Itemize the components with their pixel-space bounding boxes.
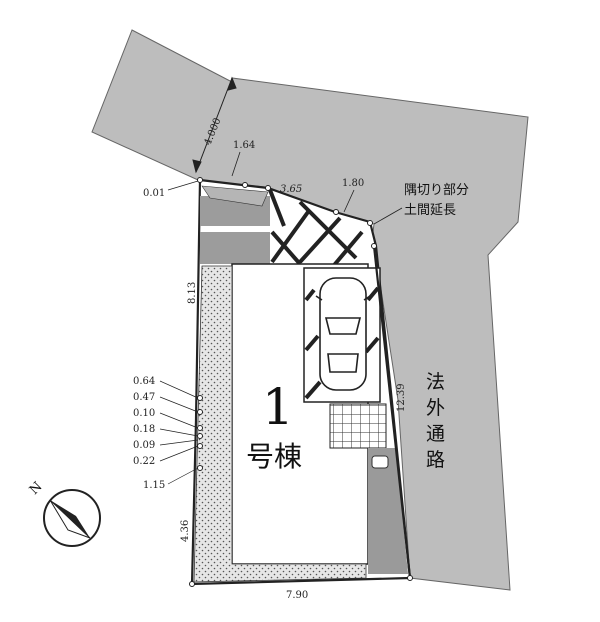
road-name-char: 路 bbox=[426, 449, 445, 471]
meter-box bbox=[371, 455, 389, 469]
upper-hatch-triangle bbox=[201, 185, 269, 207]
top-segment-c-label: 1.80 bbox=[342, 178, 364, 189]
left-corner-label: 0.01 bbox=[143, 188, 165, 199]
road-name-char: 外 bbox=[426, 397, 445, 419]
house-number: 1 bbox=[262, 378, 294, 436]
top-segment-c-leader bbox=[343, 189, 355, 213]
corner-note-line2: 土間延長 bbox=[404, 203, 456, 218]
right-side-label: 12.39 bbox=[396, 383, 407, 412]
bottom-label: 7.90 bbox=[286, 590, 308, 601]
left-offset-4: 0.09 bbox=[133, 440, 155, 451]
top-segment-a-label: 1.64 bbox=[233, 140, 255, 151]
right-gray-strip bbox=[368, 448, 408, 574]
upper-gray-band-2 bbox=[200, 232, 270, 264]
road-name: 法 外 通 路 bbox=[426, 371, 445, 471]
left-offset-6: 1.15 bbox=[143, 480, 165, 491]
left-corner-leader bbox=[167, 180, 199, 191]
entrance-tiles bbox=[329, 403, 387, 449]
top-segment-b-label: 3.65 bbox=[280, 184, 302, 195]
left-offset-5: 0.22 bbox=[133, 456, 155, 467]
road-name-char: 通 bbox=[426, 423, 445, 445]
road-name-char: 法 bbox=[426, 371, 445, 393]
parking-hatch bbox=[304, 286, 380, 400]
corner-note-leader bbox=[373, 207, 403, 225]
north-arrow-icon: N bbox=[27, 479, 101, 547]
house-name: 号棟 bbox=[246, 440, 302, 473]
right-boundary bbox=[372, 245, 412, 579]
left-upper-label: 8.13 bbox=[187, 282, 198, 304]
left-offset-2: 0.10 bbox=[133, 408, 155, 419]
boundary-markers bbox=[189, 177, 413, 587]
setback-dimension bbox=[192, 76, 237, 174]
left-offsets: 0.64 0.47 0.10 0.18 0.09 0.22 1.15 bbox=[133, 376, 199, 491]
left-offset-1: 0.47 bbox=[133, 392, 155, 403]
top-segment-a-leader bbox=[231, 151, 241, 177]
corner-note-line1: 隅切り部分 bbox=[404, 183, 469, 198]
left-offset-3: 0.18 bbox=[133, 424, 155, 435]
left-offset-0: 0.64 bbox=[133, 376, 155, 387]
car-icon bbox=[315, 277, 371, 391]
left-lower-label: 4.36 bbox=[180, 520, 191, 542]
north-label: N bbox=[27, 479, 46, 498]
